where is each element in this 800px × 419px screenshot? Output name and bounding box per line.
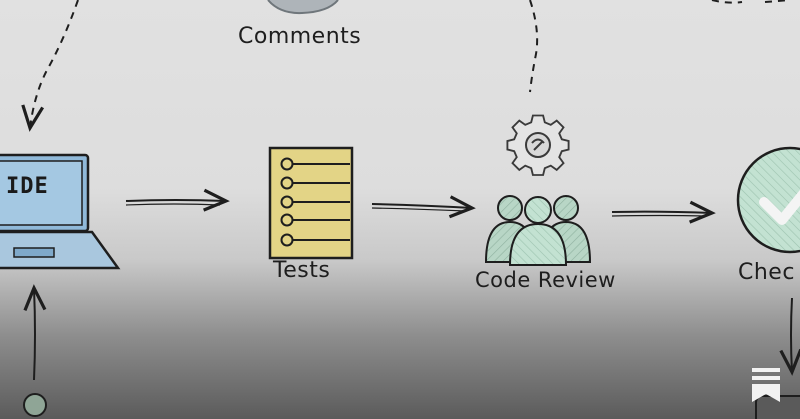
label-code-review: Code Review [475,268,616,292]
arrow-checks-down [779,297,800,376]
start-node [23,393,47,417]
gear-icon [506,114,570,176]
dashed-line-from-review [529,0,539,93]
checkmark-icon [736,146,800,254]
label-comments: Comments [238,24,362,49]
bookmark-icon[interactable] [752,368,780,402]
arrow-ide-to-tests [125,188,230,212]
arrow-tests-to-review [371,195,476,219]
bottom-right-node [755,395,800,419]
label-checks: Chec [738,260,795,285]
dashed-arrow-to-ide [21,0,79,132]
label-ide: IDE [6,174,49,199]
people-icon [484,195,592,266]
dashed-line-top-right [711,0,743,4]
comments-bubble-icon [267,0,339,15]
checklist-icon [268,146,354,260]
arrow-up-to-ide [23,284,47,381]
laptop-icon [0,153,121,270]
arrow-review-to-checks [611,200,716,224]
label-tests: Tests [273,258,331,283]
